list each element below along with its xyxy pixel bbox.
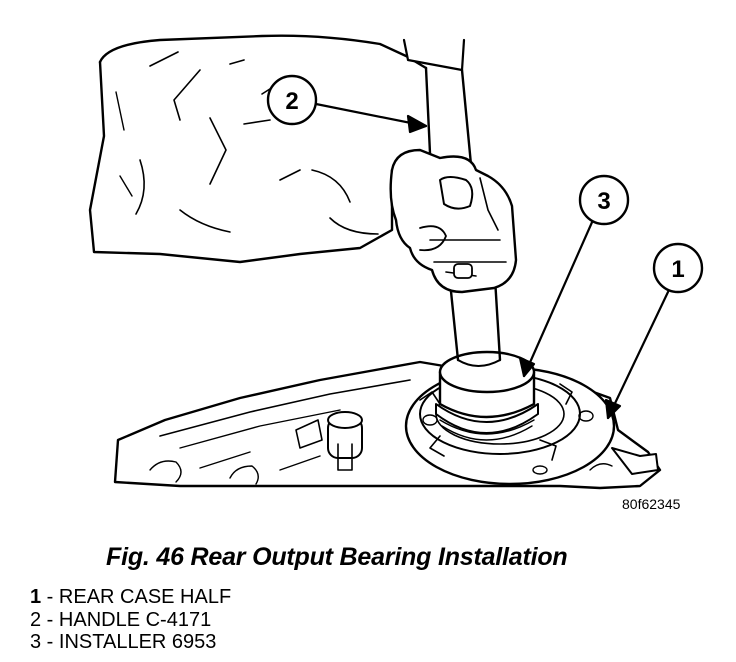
callout-1: 1: [652, 242, 704, 294]
legend-item: 1 - REAR CASE HALF: [30, 586, 231, 609]
parts-legend: 1 - REAR CASE HALF 2 - HANDLE C-4171 3 -…: [30, 586, 231, 654]
callout-3-number: 3: [597, 188, 610, 215]
callout-leaders: [314, 102, 670, 420]
callout-3: 3: [578, 174, 630, 226]
legend-separator: -: [41, 631, 59, 653]
legend-separator: -: [41, 586, 59, 608]
figure-caption: Fig. 46 Rear Output Bearing Installation: [106, 543, 568, 571]
legend-number: 2: [30, 608, 42, 631]
callout-2: 2: [266, 74, 318, 126]
legend-separator: -: [41, 608, 59, 631]
callout-2-number: 2: [285, 88, 298, 115]
figure-code: 80f62345: [622, 496, 681, 512]
legend-label: REAR CASE HALF: [58, 586, 232, 608]
legend-item: 2 - HANDLE C-4171: [30, 609, 231, 632]
hand-gripping-handle: [389, 148, 518, 294]
legend-label: HANDLE C-4171: [58, 608, 212, 631]
callout-1-number: 1: [671, 256, 684, 283]
bearing-installation-illustration: 2 3 1: [88, 34, 704, 490]
legend-label: INSTALLER 6953: [58, 631, 217, 653]
legend-number: 3: [30, 631, 42, 653]
legend-item: 3 - INSTALLER 6953: [30, 631, 231, 654]
arm-sleeve: [88, 34, 466, 264]
legend-number: 1: [30, 586, 42, 608]
